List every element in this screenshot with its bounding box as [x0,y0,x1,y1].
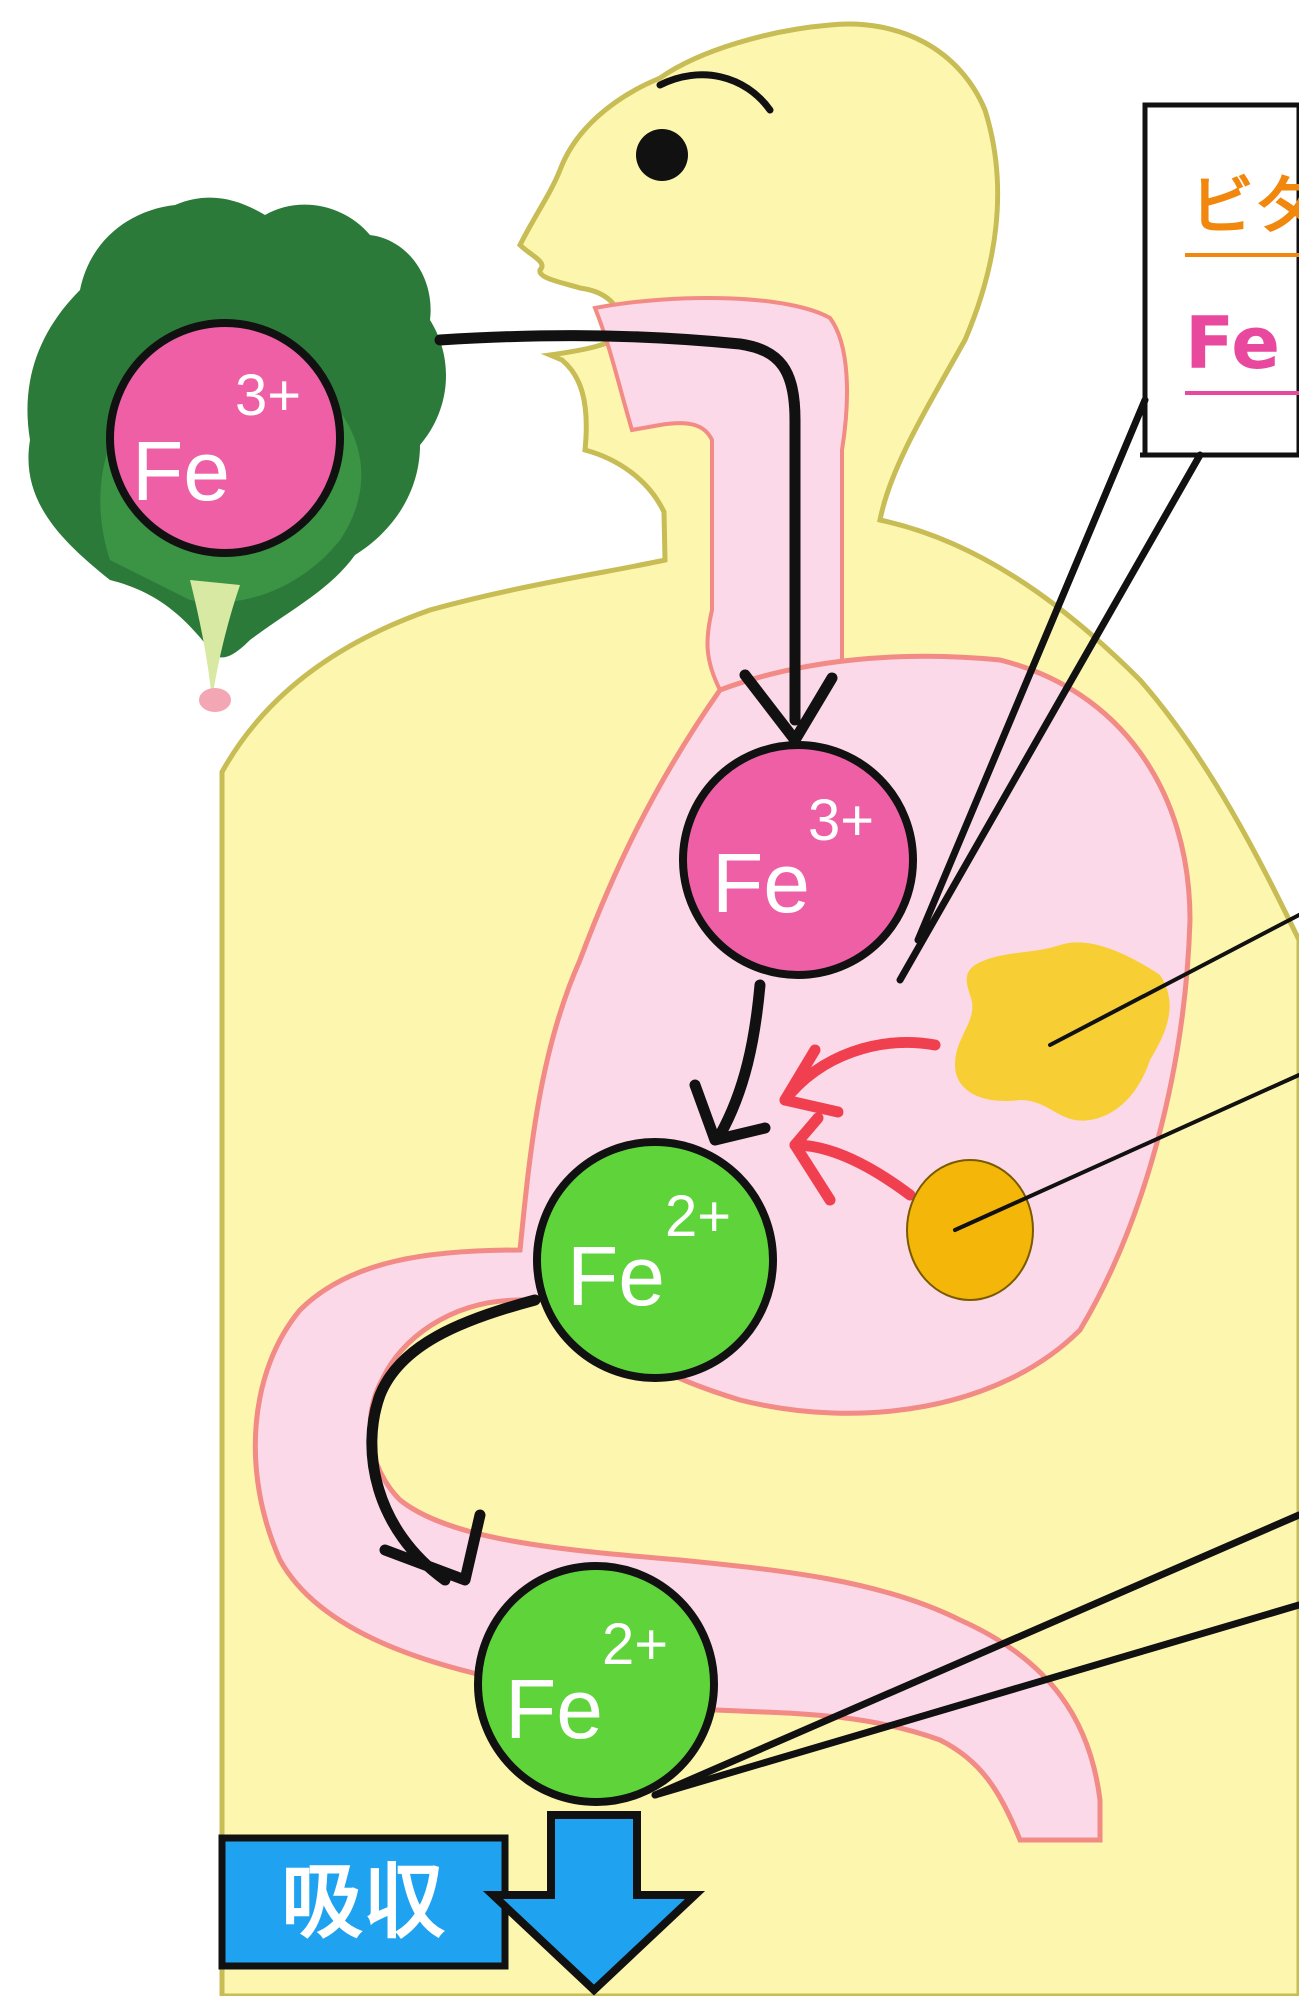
fe3-ion-stomach-charge: 3+ [808,788,874,853]
fe2-ion-intestine: Fe 2+ [478,1566,714,1802]
callout-line-2: Fe [1185,301,1280,385]
absorption-label: 吸収 [281,1855,445,1950]
fe3-ion-leaf: Fe 3+ [110,323,340,553]
eye [636,129,688,181]
fe2-ion-intestine-charge: 2+ [602,1612,668,1677]
fe3-ion-leaf-charge: 3+ [235,363,301,428]
absorption-label-box: 吸収 [222,1838,505,1966]
callout-box [1140,105,1299,455]
callout-line-1: ビタ [1190,170,1299,244]
fe2-ion-stomach-base: Fe [567,1229,665,1323]
fe3-ion-stomach-base: Fe [712,836,810,930]
fe2-ion-stomach-charge: 2+ [665,1184,731,1249]
fe3-ion-leaf-base: Fe [132,424,230,518]
reducer-circle [907,1160,1033,1300]
fe2-ion-intestine-base: Fe [505,1662,603,1756]
fe2-ion-stomach: Fe 2+ [537,1142,773,1378]
fe3-ion-stomach: Fe 3+ [683,745,913,975]
